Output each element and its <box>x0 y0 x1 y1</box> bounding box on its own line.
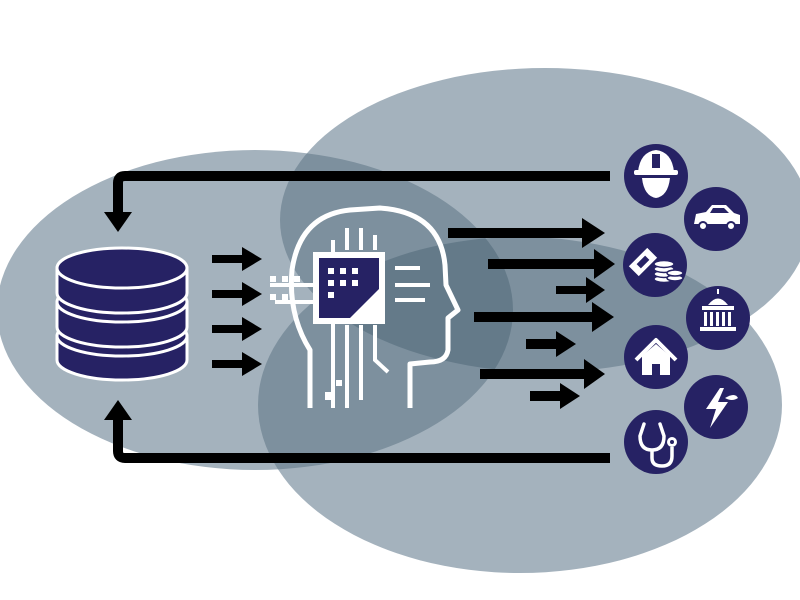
database-icon <box>55 246 189 382</box>
input-arrow-1 <box>212 247 262 271</box>
car-icon <box>684 187 748 251</box>
output-arrow-1 <box>448 218 605 248</box>
overlap-center <box>280 237 513 372</box>
output-arrow-7 <box>530 383 580 409</box>
output-arrows <box>448 218 615 409</box>
input-arrow-3 <box>212 317 262 341</box>
chip-corner <box>350 289 379 318</box>
output-arrow-3 <box>556 277 605 303</box>
feedback-loop <box>113 171 610 463</box>
feedback-arrowhead-down <box>104 212 132 232</box>
healthcare-stethoscope-icon <box>624 410 688 474</box>
input-arrow-4 <box>212 352 262 376</box>
home-icon <box>624 325 688 389</box>
finance-money-icon <box>623 233 687 297</box>
feedback-bottom-line <box>113 418 610 463</box>
input-arrow-2 <box>212 282 262 306</box>
output-arrow-6 <box>480 359 605 389</box>
energy-lightning-icon <box>684 375 748 439</box>
application-icons <box>623 144 750 474</box>
output-arrow-4 <box>474 302 614 332</box>
input-arrows <box>212 247 262 376</box>
head-outline <box>288 205 461 408</box>
output-arrow-2 <box>488 249 615 279</box>
background-ellipses <box>0 68 800 573</box>
feedback-top-line <box>113 171 610 213</box>
feedback-arrowhead-up <box>104 400 132 420</box>
ai-head-chip-icon <box>270 205 461 408</box>
construction-worker-icon <box>624 144 688 208</box>
output-arrow-5 <box>526 331 576 357</box>
government-building-icon <box>686 286 750 350</box>
